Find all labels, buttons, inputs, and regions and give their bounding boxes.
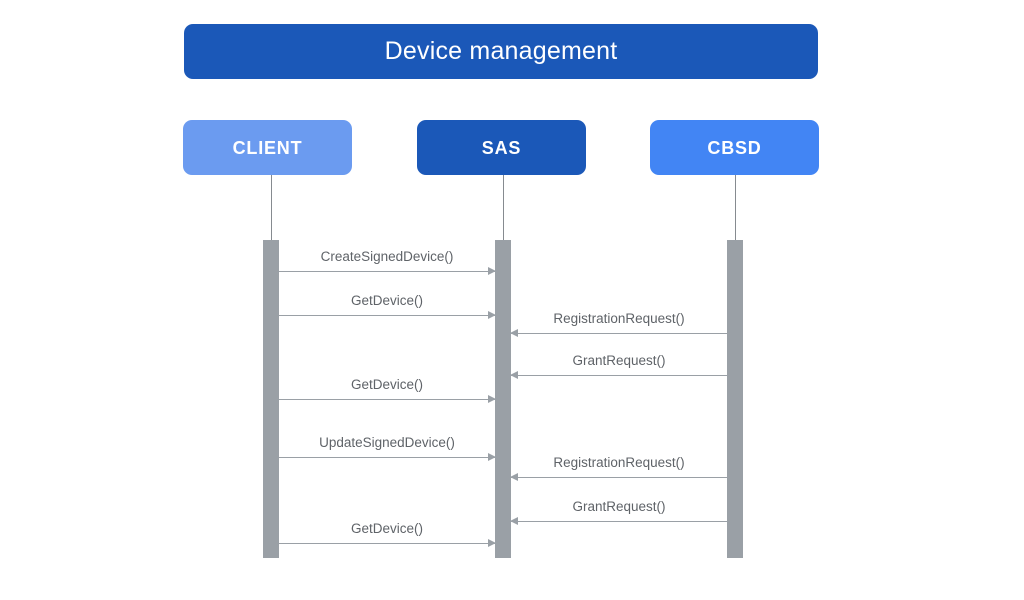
message-line bbox=[511, 477, 727, 478]
message-label: GrantRequest() bbox=[572, 353, 666, 368]
activation-bar-client bbox=[263, 240, 279, 558]
message-line bbox=[511, 333, 727, 334]
diagram-title-text: Device management bbox=[384, 37, 618, 65]
arrowhead-left-icon bbox=[510, 371, 518, 379]
message-line bbox=[279, 399, 495, 400]
participant-box-client[interactable]: CLIENT bbox=[183, 120, 352, 175]
arrowhead-left-icon bbox=[510, 517, 518, 525]
message-line bbox=[279, 543, 495, 544]
participant-box-cbsd[interactable]: CBSD bbox=[650, 120, 819, 175]
participant-box-sas[interactable]: SAS bbox=[417, 120, 586, 175]
lifeline-client bbox=[271, 175, 272, 241]
participant-label-sas: SAS bbox=[481, 137, 522, 158]
lifeline-sas bbox=[503, 175, 504, 241]
message-line bbox=[279, 315, 495, 316]
arrowhead-right-icon bbox=[488, 539, 496, 547]
arrowhead-right-icon bbox=[488, 311, 496, 319]
message-label: GetDevice() bbox=[350, 521, 423, 536]
arrowhead-left-icon bbox=[510, 473, 518, 481]
message-label: RegistrationRequest() bbox=[553, 311, 685, 326]
message-label: GetDevice() bbox=[350, 293, 423, 308]
message-line bbox=[511, 375, 727, 376]
message-label: GrantRequest() bbox=[572, 499, 666, 514]
message-label: CreateSignedDevice() bbox=[320, 249, 454, 264]
activation-bar-cbsd bbox=[727, 240, 743, 558]
message-label: UpdateSignedDevice() bbox=[319, 435, 455, 450]
message-line bbox=[511, 521, 727, 522]
arrowhead-right-icon bbox=[488, 453, 496, 461]
participant-label-cbsd: CBSD bbox=[707, 137, 762, 158]
arrowhead-right-icon bbox=[488, 267, 496, 275]
activation-bar-sas bbox=[495, 240, 511, 558]
diagram-title-banner: Device management bbox=[184, 24, 818, 79]
participant-label-client: CLIENT bbox=[232, 137, 303, 158]
message-line bbox=[279, 271, 495, 272]
message-label: GetDevice() bbox=[350, 377, 423, 392]
lifeline-cbsd bbox=[735, 175, 736, 241]
arrowhead-right-icon bbox=[488, 395, 496, 403]
arrowhead-left-icon bbox=[510, 329, 518, 337]
message-line bbox=[279, 457, 495, 458]
message-label: RegistrationRequest() bbox=[553, 455, 685, 470]
